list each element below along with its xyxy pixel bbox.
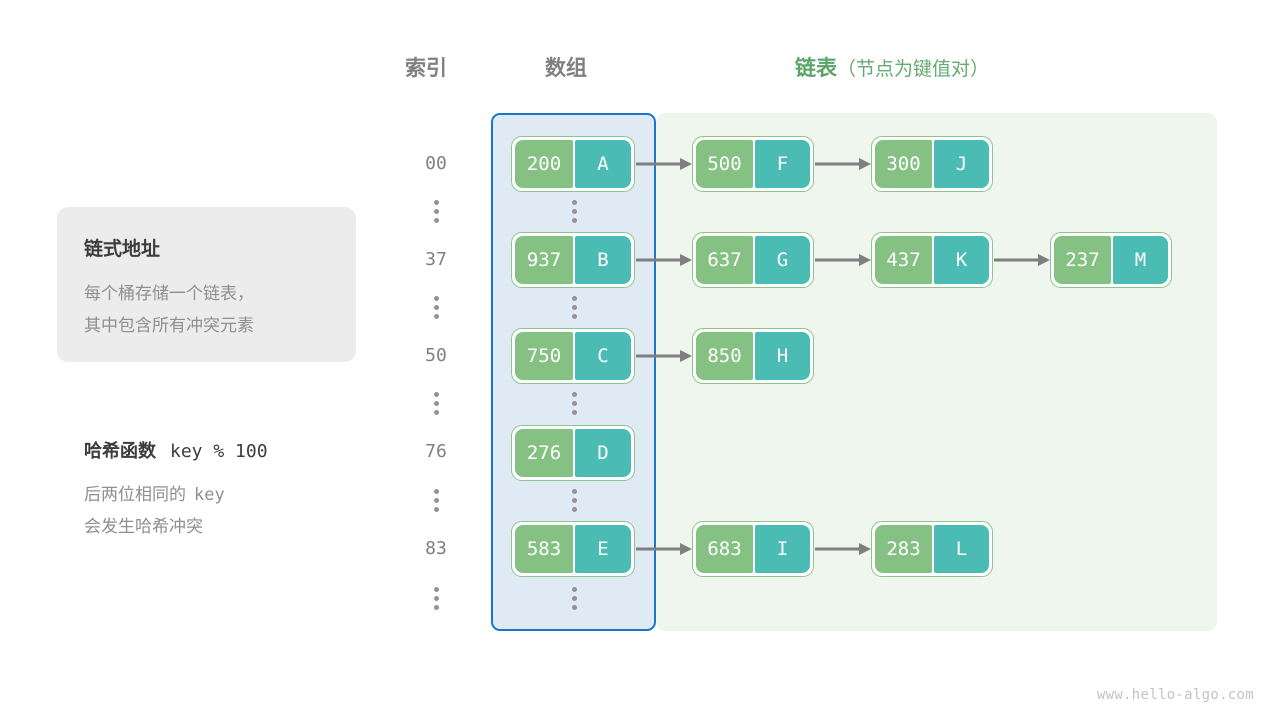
- node-key: 200: [515, 140, 573, 188]
- node-key: 500: [696, 140, 753, 188]
- index-ellipsis-3: [433, 489, 439, 512]
- index-label-3: 76: [425, 441, 447, 462]
- node-value: C: [574, 332, 631, 380]
- hash-note-key-token: key: [194, 485, 225, 505]
- node-key: 276: [515, 429, 573, 477]
- array-ellipsis-2: [571, 392, 577, 415]
- chain-arrow-0-1: [815, 158, 871, 170]
- info-card-body: 每个桶存储一个链表， 其中包含所有冲突元素: [84, 284, 254, 335]
- array-ellipsis-4: [571, 587, 577, 610]
- header-linked-list: 链表（节点为键值对）: [795, 52, 989, 82]
- node-value: B: [574, 236, 631, 284]
- node-value: D: [574, 429, 631, 477]
- chain-node-2-0[interactable]: 850 H: [692, 328, 814, 384]
- chain-node-4-0[interactable]: 683 I: [692, 521, 814, 577]
- chain-arrow-0-0: [636, 158, 692, 170]
- chain-node-1-0[interactable]: 637 G: [692, 232, 814, 288]
- info-card-title: 链式地址: [84, 239, 161, 260]
- chain-node-4-1[interactable]: 283 L: [871, 521, 993, 577]
- node-key: 437: [875, 236, 932, 284]
- chain-node-0-0[interactable]: 500 F: [692, 136, 814, 192]
- chain-node-1-1[interactable]: 437 K: [871, 232, 993, 288]
- index-ellipsis-2: [433, 392, 439, 415]
- index-label-1: 37: [425, 249, 447, 270]
- node-key: 583: [515, 525, 573, 573]
- chain-node-0-1[interactable]: 300 J: [871, 136, 993, 192]
- array-ellipsis-0: [571, 200, 577, 223]
- node-key: 683: [696, 525, 753, 573]
- node-value: A: [574, 140, 631, 188]
- index-ellipsis-1: [433, 296, 439, 319]
- node-value: E: [574, 525, 631, 573]
- chain-node-1-2[interactable]: 237 M: [1050, 232, 1172, 288]
- bucket-node-4[interactable]: 583 E: [511, 521, 635, 577]
- node-key: 937: [515, 236, 573, 284]
- chain-arrow-4-0: [636, 543, 692, 555]
- bucket-node-2[interactable]: 750 C: [511, 328, 635, 384]
- index-label-2: 50: [425, 345, 447, 366]
- header-index: 索引: [405, 57, 447, 80]
- node-key: 283: [875, 525, 932, 573]
- node-key: 300: [875, 140, 932, 188]
- node-value: M: [1112, 236, 1168, 284]
- index-label-0: 00: [425, 153, 447, 174]
- hash-function-expression: key % 100: [170, 441, 268, 462]
- node-key: 850: [696, 332, 753, 380]
- node-value: G: [754, 236, 810, 284]
- node-value: F: [754, 140, 810, 188]
- hash-function-title: 哈希函数 key % 100: [84, 437, 268, 463]
- header-array: 数组: [545, 57, 587, 80]
- chain-arrow-1-0: [636, 254, 692, 266]
- node-value: I: [754, 525, 810, 573]
- hash-function-note: 后两位相同的 key 会发生哈希冲突: [84, 479, 225, 542]
- node-key: 750: [515, 332, 573, 380]
- bucket-node-1[interactable]: 937 B: [511, 232, 635, 288]
- info-card: [57, 207, 356, 362]
- chain-arrow-1-2: [994, 254, 1050, 266]
- header-linked-list-main: 链表: [795, 57, 837, 80]
- index-label-4: 83: [425, 538, 447, 559]
- node-value: J: [933, 140, 989, 188]
- chain-arrow-2-0: [636, 350, 692, 362]
- chain-arrow-1-1: [815, 254, 871, 266]
- header-linked-list-sub: （节点为键值对）: [837, 59, 990, 80]
- watermark: www.hello-algo.com: [1096, 687, 1254, 703]
- node-key: 637: [696, 236, 753, 284]
- node-value: L: [933, 525, 989, 573]
- node-value: H: [754, 332, 810, 380]
- index-ellipsis-0: [433, 200, 439, 223]
- node-value: K: [933, 236, 989, 284]
- array-ellipsis-3: [571, 489, 577, 512]
- index-ellipsis-4: [433, 587, 439, 610]
- hash-note-line2: 会发生哈希冲突: [84, 517, 203, 536]
- hash-note-line1-prefix: 后两位相同的: [84, 485, 186, 504]
- array-ellipsis-1: [571, 296, 577, 319]
- hash-function-label: 哈希函数: [84, 441, 156, 461]
- node-key: 237: [1054, 236, 1111, 284]
- bucket-node-3[interactable]: 276 D: [511, 425, 635, 481]
- chain-arrow-4-1: [815, 543, 871, 555]
- bucket-node-0[interactable]: 200 A: [511, 136, 635, 192]
